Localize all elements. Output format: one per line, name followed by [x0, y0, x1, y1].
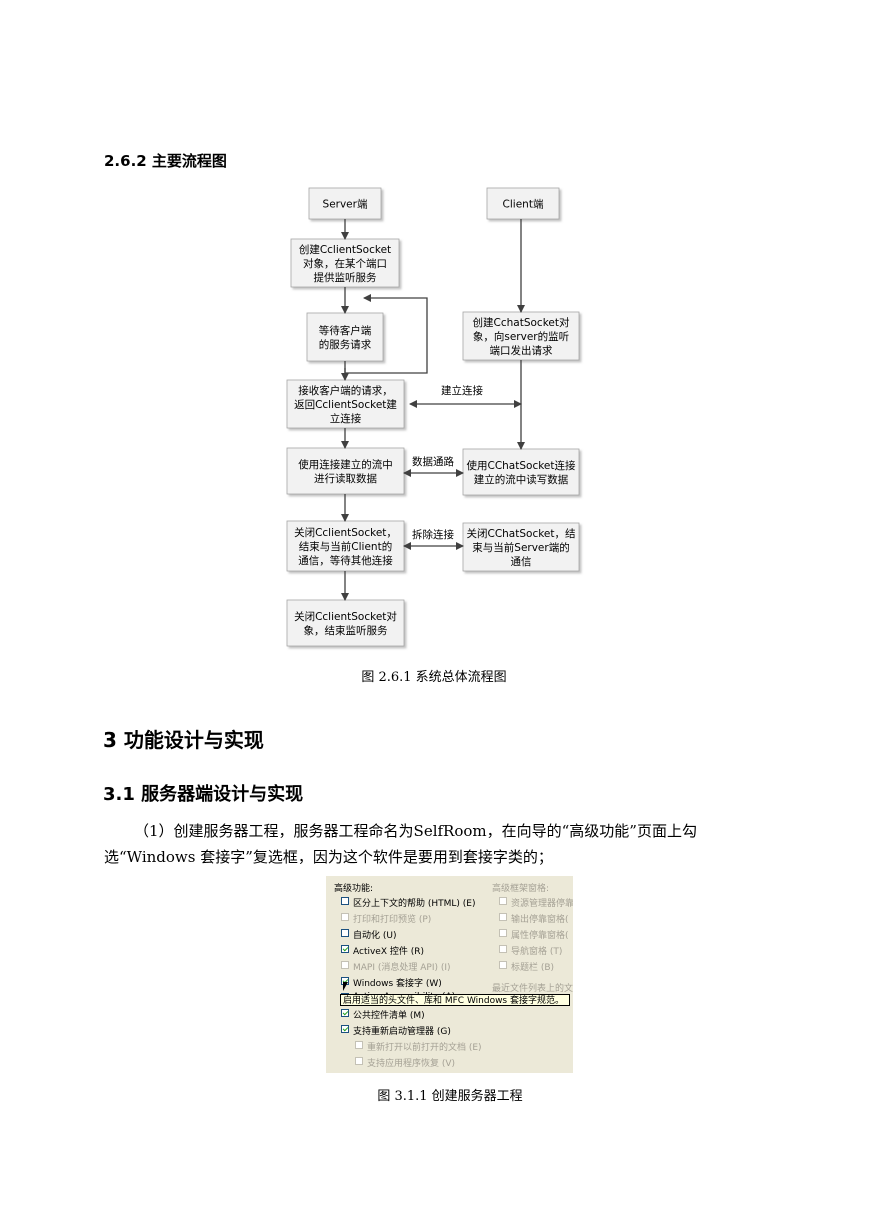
wizard-checkbox-label: 区分上下文的帮助 (HTML) (E) [353, 899, 476, 909]
wizard-sub-checkbox[interactable] [355, 1057, 363, 1065]
wizard-screenshot: 高级功能: 高级框架窗格: 区分上下文的帮助 (HTML) (E) 打印和打印预览… [326, 876, 573, 1073]
wizard-checkbox[interactable] [341, 897, 349, 905]
wizard-pane-checkbox[interactable] [499, 929, 507, 937]
wizard-pane-checkbox-label: 输出停靠窗格( [511, 915, 569, 925]
flow-box-text: 接收客户端的请求， [298, 384, 393, 397]
flow-box-shape [462, 311, 580, 361]
edge-label-connect: 建立连接 [441, 384, 483, 397]
wizard-checkbox-label: ActiveX 控件 (R) [353, 947, 425, 957]
wizard-sub-checkbox-label: 重新打开以前打开的文档 (E) [367, 1043, 482, 1053]
wizard-pane-checkbox-label: 标题栏 (B) [511, 963, 555, 973]
edge-label-close: 拆除连接 [412, 528, 454, 541]
flow-box-shape [306, 312, 384, 362]
flow-box-text: 对象，在某个端口 [303, 257, 387, 270]
wizard-right-note: 最近文件列表上的文 [492, 984, 573, 994]
cursor-icon [343, 982, 348, 991]
flow-box-text: 象，向server的监听 [473, 330, 569, 343]
figure-caption-2-6-1: 图 2.6.1 系统总体流程图 [361, 670, 507, 685]
flow-box-shape [286, 379, 405, 429]
section-heading-3: 3 功能设计与实现 [103, 728, 264, 752]
flow-box-text: 建立的流中读写数据 [474, 473, 569, 486]
wizard-pane-checkbox[interactable] [499, 897, 507, 905]
flow-box-text: 进行读取数据 [314, 472, 377, 485]
flow-box-text: 立连接 [330, 412, 362, 425]
flow-box-text: 象，结束监听服务 [304, 624, 388, 637]
wizard-checkbox-label: 公共控件清单 (M) [353, 1011, 425, 1021]
flow-box-shape [286, 520, 405, 572]
wizard-pane-checkbox-label: 资源管理器停靠 [511, 899, 573, 909]
flow-box-shape [462, 522, 580, 572]
flow-box-text: 创建CchatSocket对 [473, 316, 570, 329]
flow-box-text: 使用CChatSocket连接 [466, 459, 576, 472]
wizard-sub-checkbox-label: 支持应用程序恢复 (V) [367, 1059, 456, 1069]
flow-box-shape [286, 447, 405, 495]
flow-box-text: 提供监听服务 [314, 271, 377, 284]
flow-box-text: Client端 [503, 198, 544, 211]
wizard-checkbox-label: MAPI (消息处理 API) (I) [353, 963, 451, 973]
flow-box-shape [308, 187, 382, 220]
flow-box-text: 结束与当前Client的 [299, 540, 392, 553]
section-heading-2-6-2: 2.6.2 主要流程图 [104, 152, 227, 170]
flow-box-text: 通信，等待其他连接 [298, 554, 393, 567]
section-heading-3-1: 3.1 服务器端设计与实现 [103, 784, 304, 805]
edge-label-data: 数据通路 [412, 455, 454, 468]
wizard-checkbox[interactable] [341, 961, 349, 969]
wizard-right-title: 高级框架窗格: [492, 884, 550, 894]
wizard-checkbox[interactable] [341, 929, 349, 937]
flow-box-text: 关闭CChatSocket，结 [466, 527, 575, 540]
wizard-checkbox[interactable] [341, 1025, 349, 1033]
flow-box-text: 通信 [511, 556, 532, 568]
wizard-checkbox-label: 支持重新启动管理器 (G) [353, 1027, 451, 1037]
wizard-checkbox[interactable] [341, 913, 349, 921]
wizard-sub-checkbox[interactable] [355, 1041, 363, 1049]
flow-box-text: Server端 [323, 198, 368, 211]
flow-box-text: 使用连接建立的流中 [298, 458, 393, 471]
flow-box-text: 返回CclientSocket建 [294, 398, 397, 411]
wizard-pane-checkbox[interactable] [499, 913, 507, 921]
flow-box-client-start: Client端 [486, 187, 560, 220]
wizard-pane-checkbox[interactable] [499, 961, 507, 969]
flow-box-shape [286, 599, 405, 647]
wizard-left-title: 高级功能: [334, 884, 374, 894]
wizard-pane-checkbox-label: 属性停靠窗格( [511, 931, 569, 941]
flow-box-text: 创建CclientSocket [299, 243, 391, 256]
wizard-pane-checkbox-label: 导航窗格 (T) [511, 947, 563, 957]
flow-box-shape [462, 448, 580, 496]
flow-box-text: 关闭CclientSocket， [294, 526, 397, 539]
system-flowchart: Server端 Client端创建CclientSocket对象，在某个端口提供监… [286, 187, 580, 647]
wizard-checkbox-label: 自动化 (U) [353, 931, 397, 941]
flow-box-text: 端口发出请求 [490, 344, 553, 357]
flow-box-text: 关闭CclientSocket对 [294, 610, 397, 623]
figure-caption-3-1-1: 图 3.1.1 创建服务器工程 [377, 1089, 523, 1104]
flow-box-server-start: Server端 [308, 187, 382, 220]
wizard-pane-checkbox[interactable] [499, 945, 507, 953]
paragraph-create-server-project: （1）创建服务器工程，服务器工程命名为SelfRoom，在向导的“高级功能”页面… [104, 822, 697, 866]
flow-box-text: 的服务请求 [319, 338, 372, 351]
wizard-tooltip: 启用适当的头文件、库和 MFC Windows 套接字规范。 [340, 994, 570, 1006]
wizard-checkbox[interactable] [341, 945, 349, 953]
wizard-checkbox-label: Windows 套接字 (W) [353, 979, 442, 989]
flow-box-shape [486, 187, 560, 220]
wizard-checkbox[interactable] [341, 1009, 349, 1017]
flow-box-text: 等待客户端 [319, 324, 372, 337]
wizard-checkbox-label: 打印和打印预览 (P) [353, 915, 432, 925]
flow-box-text: 束与当前Server端的 [472, 541, 569, 554]
